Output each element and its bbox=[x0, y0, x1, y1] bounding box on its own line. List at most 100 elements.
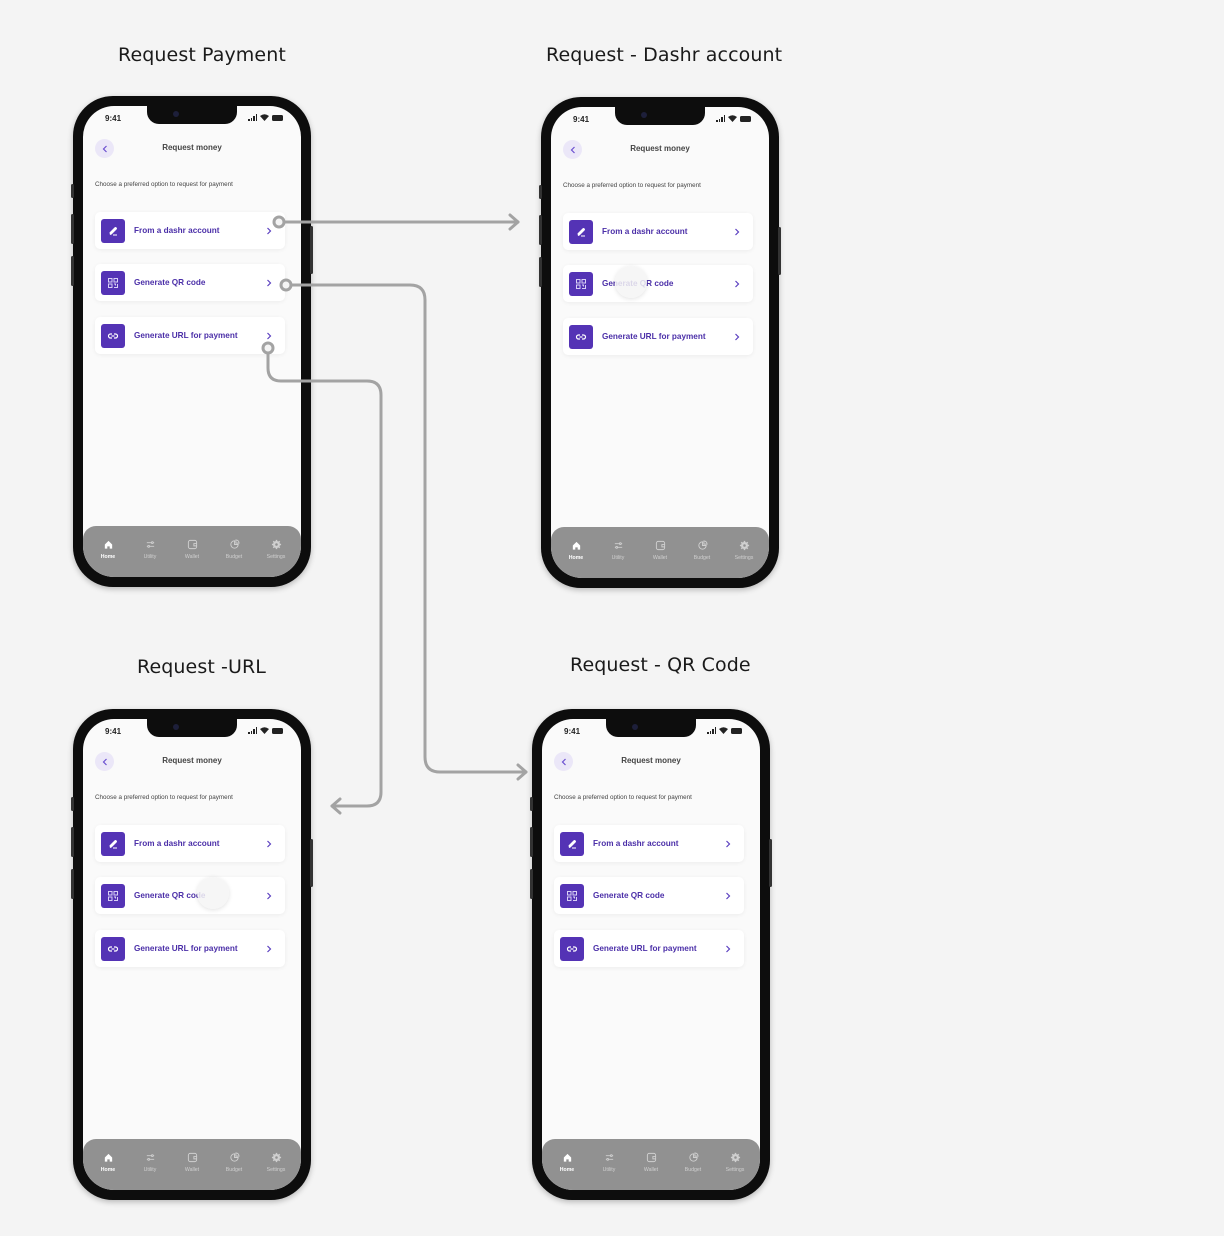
tab-label: Utility bbox=[611, 555, 625, 561]
page-title: Request money bbox=[630, 144, 690, 153]
tab-label: Utility bbox=[602, 1167, 616, 1173]
camera-icon bbox=[173, 724, 179, 730]
chevron-right-icon bbox=[734, 280, 741, 288]
home-icon bbox=[102, 538, 114, 550]
budget-icon bbox=[687, 1151, 699, 1163]
pen-icon bbox=[101, 831, 125, 856]
tab-wallet[interactable]: Wallet bbox=[172, 538, 212, 577]
tab-label: Budget bbox=[684, 1167, 702, 1173]
option-card-pen[interactable]: From a dashr account bbox=[563, 213, 753, 250]
tab-budget[interactable]: Budget bbox=[682, 539, 722, 578]
touch-indicator bbox=[615, 266, 647, 298]
option-card-link[interactable]: Generate URL for payment bbox=[554, 930, 744, 967]
signal-icon bbox=[716, 115, 725, 122]
budget-icon bbox=[228, 1151, 240, 1163]
settings-icon bbox=[270, 538, 282, 550]
utility-icon bbox=[144, 1151, 156, 1163]
option-card-link[interactable]: Generate URL for payment bbox=[95, 930, 285, 967]
screen: 9:41 Request money Choose a preferred op… bbox=[551, 107, 769, 578]
flow-title-url: Request -URL bbox=[137, 656, 266, 678]
option-label: Generate URL for payment bbox=[134, 944, 238, 953]
wallet-icon bbox=[186, 1151, 198, 1163]
volume-up-button bbox=[71, 214, 74, 244]
power-button bbox=[310, 226, 313, 274]
mute-switch bbox=[539, 185, 542, 199]
chevron-left-icon bbox=[570, 141, 576, 159]
tab-home[interactable]: Home bbox=[547, 1151, 587, 1190]
tab-label: Utility bbox=[143, 1167, 157, 1173]
notch bbox=[147, 106, 237, 124]
tab-budget[interactable]: Budget bbox=[673, 1151, 713, 1190]
back-button[interactable] bbox=[554, 752, 573, 771]
option-card-qr-code[interactable]: Generate QR code bbox=[554, 877, 744, 914]
connector-qr-code bbox=[279, 278, 528, 781]
header: Request money bbox=[95, 139, 289, 159]
option-card-pen[interactable]: From a dashr account bbox=[95, 212, 285, 249]
tab-settings[interactable]: Settings bbox=[715, 1151, 755, 1190]
budget-icon bbox=[696, 539, 708, 551]
option-label: Generate URL for payment bbox=[134, 331, 238, 340]
chevron-right-icon bbox=[734, 333, 741, 341]
wifi-icon bbox=[260, 727, 269, 734]
option-card-link[interactable]: Generate URL for payment bbox=[563, 318, 753, 355]
signal-icon bbox=[248, 727, 257, 734]
option-label: Generate QR code bbox=[134, 278, 206, 287]
tab-budget[interactable]: Budget bbox=[214, 538, 254, 577]
tab-settings[interactable]: Settings bbox=[724, 539, 764, 578]
page-title: Request money bbox=[162, 756, 222, 765]
screen: 9:41 Request money Choose a preferred op… bbox=[542, 719, 760, 1190]
option-card-pen[interactable]: From a dashr account bbox=[95, 825, 285, 862]
tab-label: Wallet bbox=[643, 1167, 659, 1173]
pen-icon bbox=[560, 831, 584, 856]
tab-label: Home bbox=[100, 1167, 116, 1173]
back-button[interactable] bbox=[563, 140, 582, 159]
status-time: 9:41 bbox=[564, 727, 581, 736]
bottom-tab-bar: Home Utility Wallet Budget Settings bbox=[83, 526, 301, 577]
back-button[interactable] bbox=[95, 139, 114, 158]
option-label: From a dashr account bbox=[134, 839, 220, 848]
tab-label: Home bbox=[100, 554, 116, 560]
phone-qr-code: 9:41 Request money Choose a preferred op… bbox=[530, 709, 772, 1200]
back-button[interactable] bbox=[95, 752, 114, 771]
tab-wallet[interactable]: Wallet bbox=[640, 539, 680, 578]
qr-code-icon bbox=[101, 270, 125, 295]
volume-down-button bbox=[71, 256, 74, 286]
battery-icon bbox=[740, 116, 751, 122]
tab-home[interactable]: Home bbox=[88, 1151, 128, 1190]
option-card-qr-code[interactable]: Generate QR code bbox=[95, 877, 285, 914]
tab-utility[interactable]: Utility bbox=[130, 538, 170, 577]
option-label: Generate QR code bbox=[134, 891, 206, 900]
tab-label: Settings bbox=[266, 1167, 286, 1173]
option-card-qr-code[interactable]: Generate QR code bbox=[95, 264, 285, 301]
chevron-left-icon bbox=[102, 753, 108, 771]
notch bbox=[147, 719, 237, 737]
mute-switch bbox=[71, 797, 74, 811]
chevron-right-icon bbox=[725, 945, 732, 953]
option-card-pen[interactable]: From a dashr account bbox=[554, 825, 744, 862]
wallet-icon bbox=[654, 539, 666, 551]
mute-switch bbox=[71, 184, 74, 198]
tab-budget[interactable]: Budget bbox=[214, 1151, 254, 1190]
battery-icon bbox=[272, 115, 283, 121]
tab-wallet[interactable]: Wallet bbox=[172, 1151, 212, 1190]
tab-utility[interactable]: Utility bbox=[598, 539, 638, 578]
tab-utility[interactable]: Utility bbox=[130, 1151, 170, 1190]
settings-icon bbox=[270, 1151, 282, 1163]
tab-settings[interactable]: Settings bbox=[256, 538, 296, 577]
tab-settings[interactable]: Settings bbox=[256, 1151, 296, 1190]
chevron-right-icon bbox=[266, 840, 273, 848]
screen: 9:41 Request money Choose a preferred op… bbox=[83, 106, 301, 577]
utility-icon bbox=[144, 538, 156, 550]
tab-label: Settings bbox=[266, 554, 286, 560]
volume-up-button bbox=[539, 215, 542, 245]
option-card-qr-code[interactable]: Generate QR code bbox=[563, 265, 753, 302]
signal-icon bbox=[248, 114, 257, 121]
wallet-icon bbox=[645, 1151, 657, 1163]
tab-home[interactable]: Home bbox=[556, 539, 596, 578]
option-card-link[interactable]: Generate URL for payment bbox=[95, 317, 285, 354]
tab-utility[interactable]: Utility bbox=[589, 1151, 629, 1190]
bottom-tab-bar: Home Utility Wallet Budget Settings bbox=[83, 1139, 301, 1190]
tab-home[interactable]: Home bbox=[88, 538, 128, 577]
settings-icon bbox=[729, 1151, 741, 1163]
tab-wallet[interactable]: Wallet bbox=[631, 1151, 671, 1190]
